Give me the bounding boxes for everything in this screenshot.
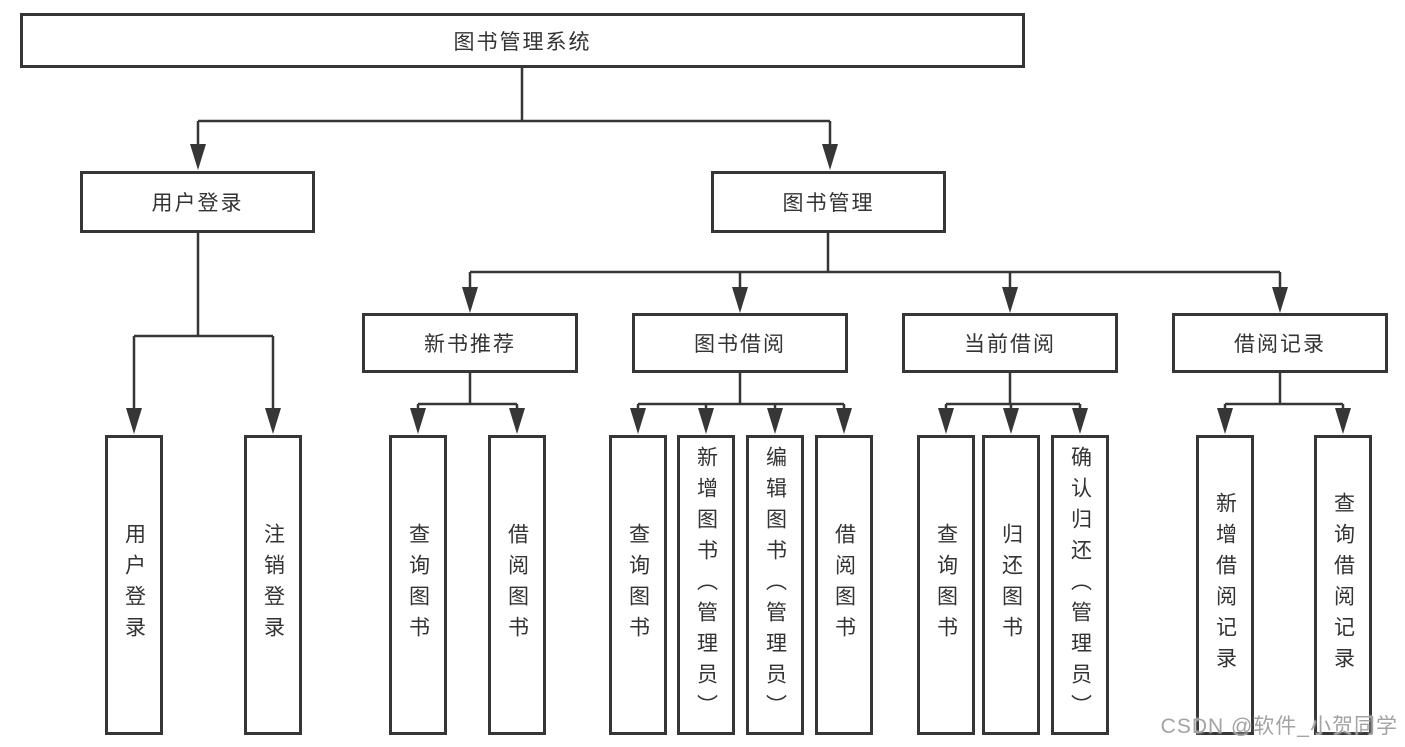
leaf-logout-login: 注销登录 <box>244 435 302 735</box>
leaf-query-books-borrowing: 查询图书 <box>609 435 667 735</box>
node-library-system: 图书管理系统 <box>20 13 1025 68</box>
node-borrowing-records: 借阅记录 <box>1172 313 1388 373</box>
leaf-add-borrow-record: 新增借阅记录 <box>1196 435 1254 735</box>
node-current-borrowing: 当前借阅 <box>902 313 1118 373</box>
leaf-borrow-books-recommend: 借阅图书 <box>488 435 546 735</box>
leaf-confirm-return-admin: 确认归还（管理员） <box>1051 435 1109 735</box>
leaf-query-books-current: 查询图书 <box>917 435 975 735</box>
leaf-borrow-books-borrowing: 借阅图书 <box>815 435 873 735</box>
leaf-edit-books-admin: 编辑图书（管理员） <box>746 435 804 735</box>
node-user-login: 用户登录 <box>80 171 315 233</box>
node-book-borrowing: 图书借阅 <box>632 313 848 373</box>
leaf-query-borrow-record: 查询借阅记录 <box>1314 435 1372 735</box>
csdn-watermark: CSDN @软件_小贺同学 <box>1160 715 1398 738</box>
leaf-add-books-admin: 新增图书（管理员） <box>677 435 735 735</box>
node-new-book-recommend: 新书推荐 <box>362 313 578 373</box>
leaf-query-books-recommend: 查询图书 <box>389 435 447 735</box>
leaf-user-login: 用户登录 <box>105 435 163 735</box>
leaf-return-books: 归还图书 <box>982 435 1040 735</box>
node-book-management: 图书管理 <box>711 171 946 233</box>
